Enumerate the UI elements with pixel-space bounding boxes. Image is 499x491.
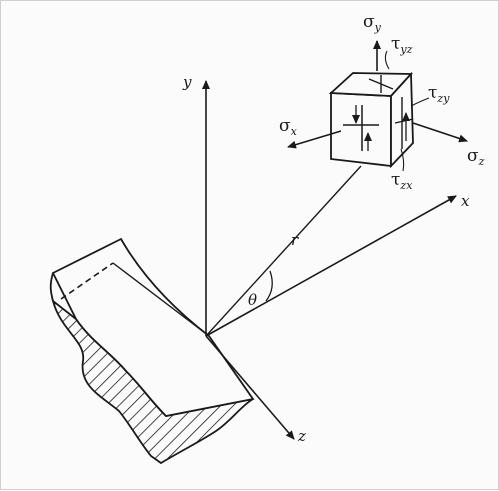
x-axis-label: x xyxy=(461,192,470,210)
body-left-edge xyxy=(49,272,54,302)
tau-yz-leader xyxy=(384,50,390,70)
sigma-x-label: σx xyxy=(279,116,298,138)
stress-labels: σy τyz τzy σx σz τzx xyxy=(279,12,485,192)
sigma-x-arrow xyxy=(287,130,342,149)
coordinate-axes: y x z xyxy=(182,73,470,445)
theta-arc xyxy=(265,270,273,302)
sigma-z-arrow xyxy=(412,122,468,143)
side-shear-horizontal xyxy=(394,118,414,124)
sigma-z-label: σz xyxy=(467,146,485,168)
y-axis-label: y xyxy=(182,73,192,91)
z-axis-label: z xyxy=(297,427,306,445)
x-axis xyxy=(205,195,457,337)
cracked-body xyxy=(49,237,255,465)
stress-cube xyxy=(287,40,468,172)
tau-zx-label: τzx xyxy=(391,170,413,192)
tau-zy-label: τzy xyxy=(428,83,450,105)
tau-zy-leader xyxy=(410,97,430,107)
polar-coordinates: r θ xyxy=(205,165,362,337)
theta-label: θ xyxy=(248,291,257,309)
crack-front-dashed xyxy=(60,262,114,300)
tau-zx-leader xyxy=(400,148,405,172)
radius-line xyxy=(205,165,362,337)
body-upper-face xyxy=(51,237,255,417)
sigma-y-label: σy xyxy=(363,12,382,34)
radius-label: r xyxy=(291,231,299,249)
tau-yz-label: τyz xyxy=(391,34,413,56)
crack-flank xyxy=(112,262,210,337)
cube-front-face xyxy=(330,92,392,168)
z-axis xyxy=(205,335,295,440)
